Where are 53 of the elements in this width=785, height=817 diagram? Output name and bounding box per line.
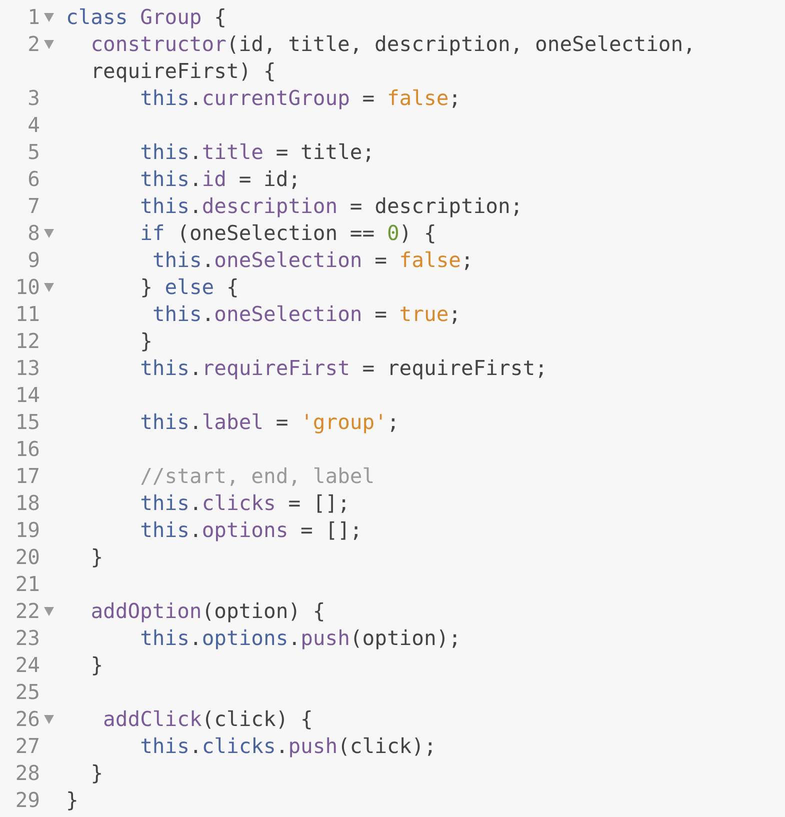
code-line: this.description = description;: [140, 193, 524, 220]
code-line: this.requireFirst = requireFirst;: [140, 355, 548, 382]
line-number: 21: [14, 571, 40, 598]
line-number: 3: [26, 85, 40, 112]
code-line: this.title = title;: [140, 139, 376, 166]
code-line: this.id = id;: [140, 166, 302, 193]
line-number: 15: [14, 409, 40, 436]
line-number: 20: [14, 544, 40, 571]
code-line: } else {: [140, 274, 240, 301]
line-number: 26: [14, 706, 40, 733]
line-number: 28: [14, 760, 40, 787]
code-line: //start, end, label: [140, 463, 376, 490]
line-number: 14: [14, 382, 40, 409]
code-line: }: [90, 544, 104, 571]
code-line: this.clicks.push(click);: [140, 733, 438, 760]
line-number: 13: [14, 355, 40, 382]
code-line: }: [90, 652, 104, 679]
code-line: this.currentGroup = false;: [140, 85, 462, 112]
line-number: 18: [14, 490, 40, 517]
line-number: 4: [26, 112, 40, 139]
line-number: 27: [14, 733, 40, 760]
line-number: 8: [26, 220, 40, 247]
line-number: 11: [14, 301, 40, 328]
line-number: 17: [14, 463, 40, 490]
line-number: 29: [14, 787, 40, 814]
line-number: 6: [26, 166, 40, 193]
line-number: 25: [14, 679, 40, 706]
code-line: constructor(id, title, description, oneSelection, requireFirst) {: [90, 31, 696, 85]
code-line: this.oneSelection = true;: [152, 301, 462, 328]
code-line: addClick(click) {: [103, 706, 314, 733]
code-line: this.oneSelection = false;: [152, 247, 474, 274]
line-number: 16: [14, 436, 40, 463]
line-number: 23: [14, 625, 40, 652]
code-line: addOption(option) {: [90, 598, 326, 625]
line-number: 7: [26, 193, 40, 220]
line-number: 19: [14, 517, 40, 544]
line-number: 1: [26, 4, 40, 31]
line-number: 9: [26, 247, 40, 274]
line-number: 2: [26, 31, 40, 58]
line-number: 12: [14, 328, 40, 355]
code-line: this.options = [];: [140, 517, 364, 544]
code-line: }: [90, 760, 104, 787]
code-line: this.options.push(option);: [140, 625, 462, 652]
code-line: this.label = 'group';: [140, 409, 400, 436]
code-line: }: [140, 328, 154, 355]
code-line: class Group {: [66, 4, 228, 31]
code-line: this.clicks = [];: [140, 490, 351, 517]
line-number: 24: [14, 652, 40, 679]
code-line: if (oneSelection == 0) {: [140, 220, 438, 247]
line-number: 5: [26, 139, 40, 166]
code-line: }: [66, 787, 80, 814]
line-number: 22: [14, 598, 40, 625]
line-number: 10: [14, 274, 40, 301]
